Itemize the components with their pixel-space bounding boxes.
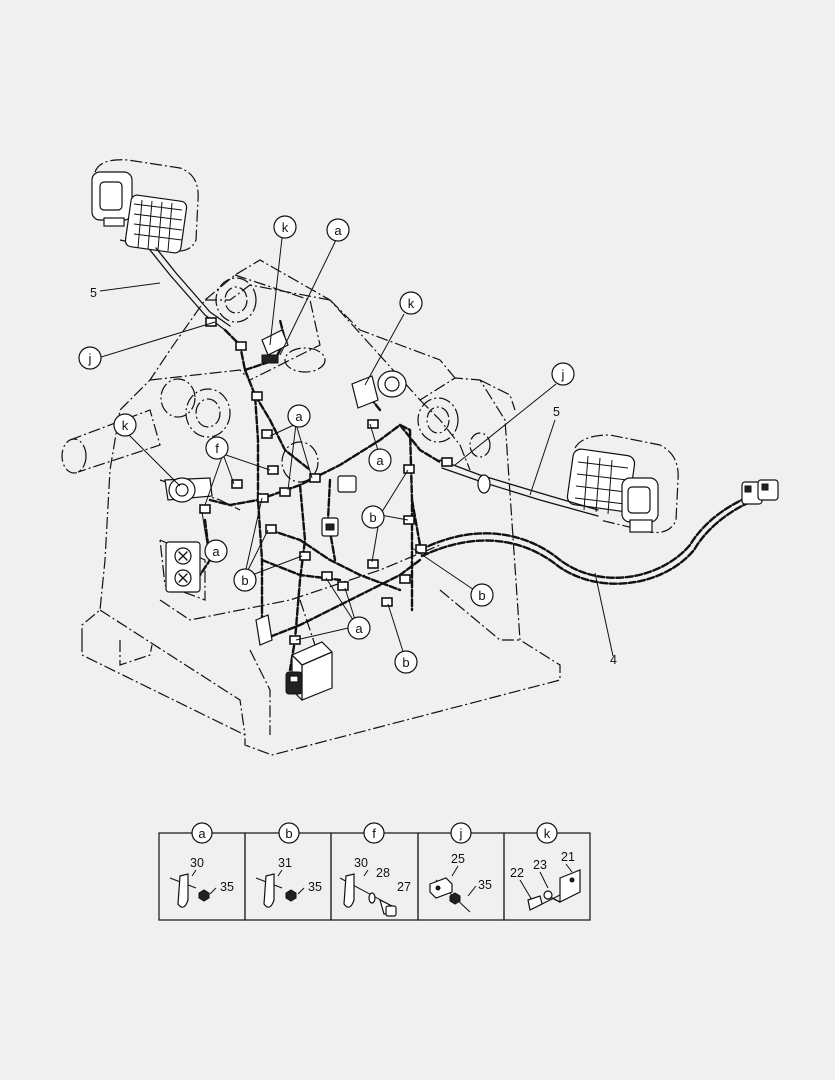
legend-key-f: f (363, 822, 385, 844)
legend-key-j: j (450, 822, 472, 844)
svg-text:a: a (334, 223, 342, 238)
callout-a-bottom: a (347, 616, 371, 640)
callout-k-left: k (113, 413, 137, 437)
legend-b-part-31: 31 (278, 856, 292, 870)
callout-f: f (205, 436, 229, 460)
legend-j-part-35: 35 (478, 878, 492, 892)
svg-text:j: j (88, 351, 92, 366)
legend-k-part-22: 22 (510, 866, 524, 880)
svg-text:a: a (295, 409, 303, 424)
legend-f-part-27: 27 (397, 880, 411, 894)
legend-table (158, 832, 591, 921)
harness-network (198, 318, 442, 672)
svg-text:f: f (372, 826, 376, 841)
svg-text:a: a (212, 544, 220, 559)
callout-a-left: a (204, 539, 228, 563)
label-part-5-right: 5 (553, 405, 560, 419)
svg-text:b: b (402, 655, 409, 670)
legend-j-part-25: 25 (451, 852, 465, 866)
legend-cell-f: f 30 28 27 (339, 822, 411, 917)
callout-j-right: j (551, 362, 575, 386)
legend-cell-k: k 21 23 22 (510, 822, 581, 911)
legend-key-b: b (278, 822, 300, 844)
callout-j-left: j (78, 346, 102, 370)
svg-text:k: k (122, 418, 129, 433)
svg-text:k: k (408, 296, 415, 311)
legend-key-k: k (536, 822, 558, 844)
callout-b-mid: b (361, 505, 385, 529)
lamp-cable-right (439, 459, 599, 517)
harness-clips (199, 317, 453, 645)
legend-cell-b: b 31 35 (255, 822, 322, 908)
legend-b-part-35: 35 (308, 880, 322, 894)
legend-f-part-28: 28 (376, 866, 390, 880)
svg-text:k: k (544, 826, 551, 841)
legend-key-a: a (191, 822, 213, 844)
svg-text:k: k (282, 220, 289, 235)
harness-components (164, 329, 407, 701)
main-harness (418, 479, 779, 585)
legend-a-part-35: 35 (220, 880, 234, 894)
svg-text:b: b (285, 826, 292, 841)
callout-k-top: k (273, 215, 297, 239)
work-lamp-left (91, 159, 199, 254)
callout-k-right: k (399, 291, 423, 315)
callout-b-left: b (233, 568, 257, 592)
label-part-5-left: 5 (90, 286, 97, 300)
callout-b-bottom: b (394, 650, 418, 674)
svg-text:b: b (478, 588, 485, 603)
label-part-4: 4 (610, 653, 617, 667)
svg-text:b: b (369, 510, 376, 525)
callout-a-right: a (368, 448, 392, 472)
svg-text:j: j (459, 826, 463, 841)
callout-a-top: a (326, 218, 350, 242)
legend-f-part-30: 30 (354, 856, 368, 870)
svg-text:a: a (355, 621, 363, 636)
svg-text:f: f (215, 441, 219, 456)
callout-a-mid: a (287, 404, 311, 428)
legend-a-part-30: 30 (190, 856, 204, 870)
legend-k-part-21: 21 (561, 850, 575, 864)
svg-text:j: j (561, 367, 565, 382)
work-lamp-right (566, 434, 679, 534)
svg-text:b: b (241, 573, 248, 588)
svg-text:a: a (376, 453, 384, 468)
legend-cell-a: a 30 35 (169, 822, 234, 908)
legend-cell-j: j 25 35 (429, 822, 492, 913)
svg-text:a: a (198, 826, 206, 841)
legend-k-part-23: 23 (533, 858, 547, 872)
callout-b-right: b (470, 583, 494, 607)
